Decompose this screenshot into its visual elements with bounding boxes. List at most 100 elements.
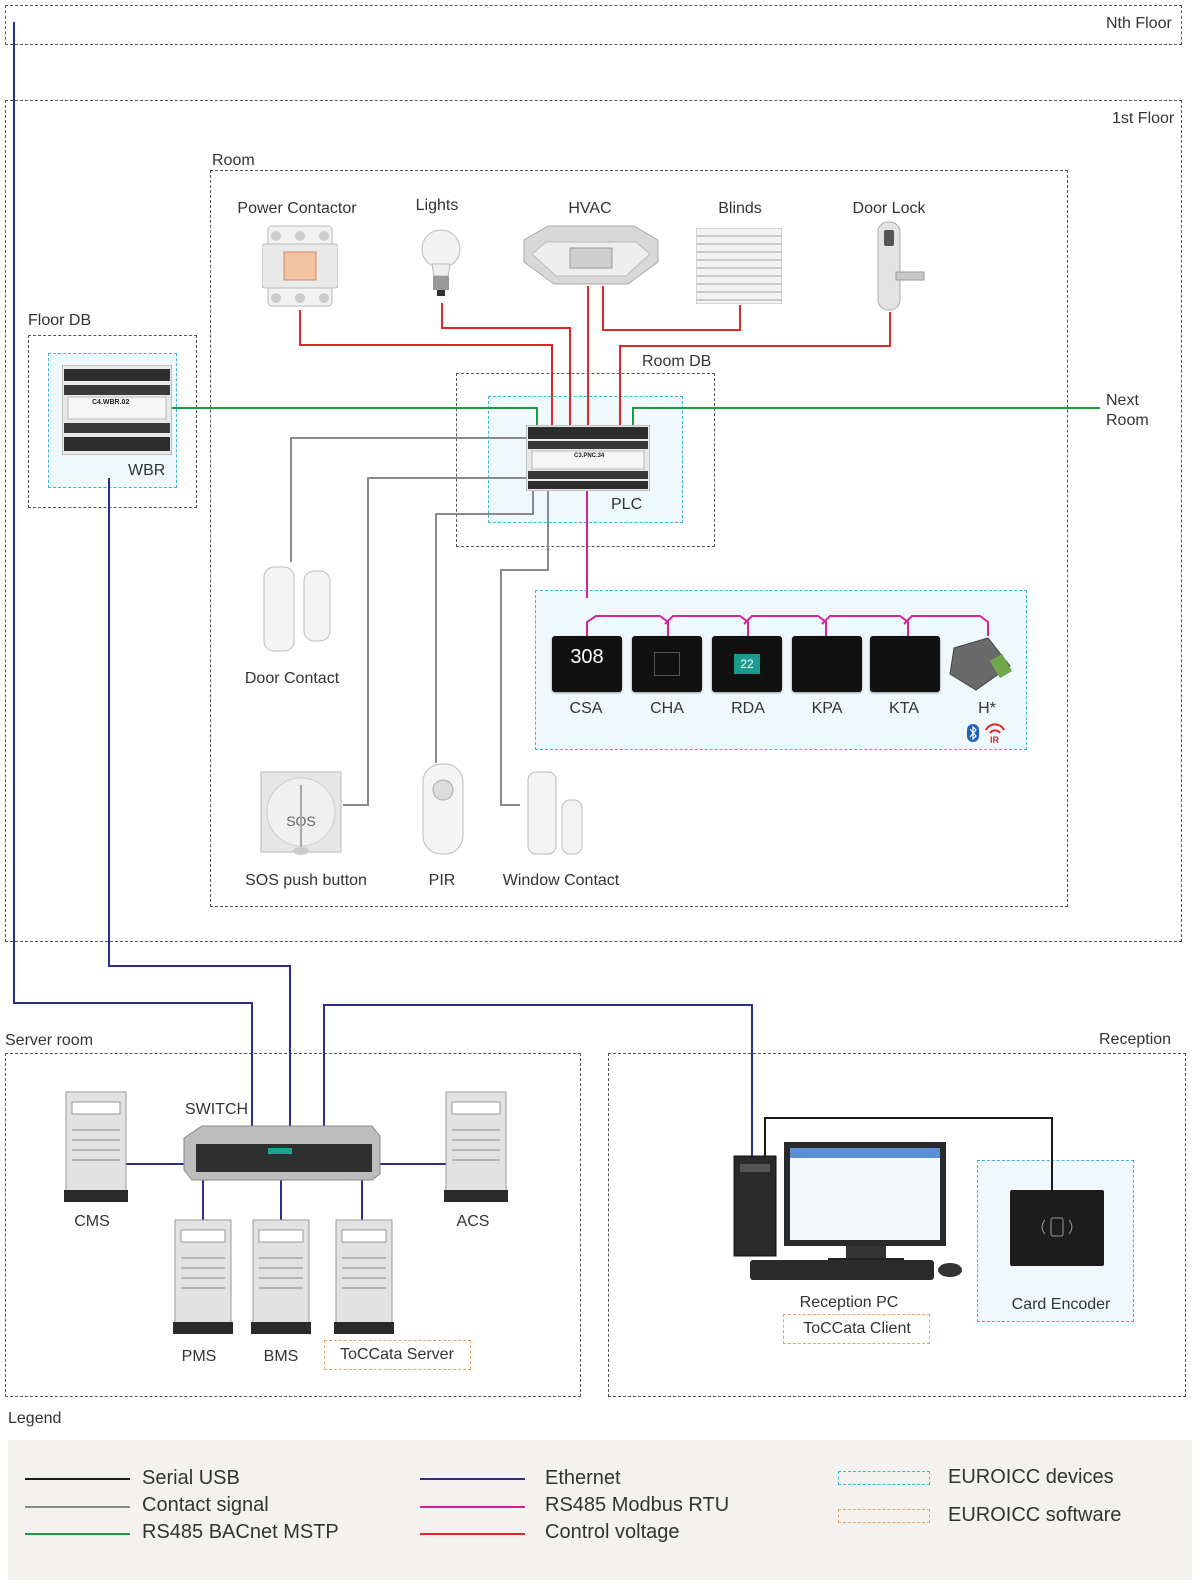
legend-text-serial-usb: Serial USB — [142, 1467, 240, 1489]
toccata-server-box — [324, 1340, 471, 1370]
legend-panel — [8, 1440, 1192, 1580]
legend-text-control-voltage: Control voltage — [545, 1521, 680, 1543]
bacnet-wire — [168, 407, 538, 426]
ir-label: IR — [990, 735, 999, 745]
cms-server-icon — [64, 1091, 128, 1202]
blinds-icon — [696, 228, 782, 304]
toccata-server-icon — [334, 1219, 394, 1334]
bacnet-wire — [632, 407, 1100, 426]
acs-label: ACS — [456, 1213, 490, 1230]
serial-usb-wire — [764, 1117, 1053, 1190]
cha-panel — [632, 636, 702, 692]
bms-server-icon — [251, 1219, 311, 1334]
bluetooth-icon — [967, 724, 979, 742]
legend-line-bacnet — [25, 1533, 130, 1535]
legend-text-modbus: RS485 Modbus RTU — [545, 1494, 730, 1516]
legend-box-euroicc-devices — [838, 1471, 930, 1485]
hvac-label: HVAC — [568, 200, 612, 217]
door-lock-icon — [877, 221, 925, 311]
csa-display: 308 — [570, 646, 604, 668]
toccata-client-label: ToCCata Client — [803, 1320, 911, 1337]
lights-label: Lights — [415, 197, 459, 214]
pms-label: PMS — [181, 1348, 217, 1365]
door-contact-label: Door Contact — [244, 670, 340, 687]
modbus-wire — [821, 615, 909, 636]
floor-db-label: Floor DB — [28, 312, 92, 329]
blinds-label: Blinds — [718, 200, 762, 217]
wbr-router-icon — [62, 365, 172, 455]
cms-label: CMS — [74, 1213, 110, 1230]
ir-wireless-icon — [985, 723, 1005, 734]
control-voltage-wire — [602, 286, 741, 331]
card-encoder-label: Card Encoder — [1011, 1296, 1111, 1313]
first-floor-label: 1st Floor — [1112, 110, 1175, 127]
network-switch-icon — [183, 1125, 381, 1181]
kta-label: KTA — [889, 700, 919, 717]
floor-db-zone — [28, 335, 197, 508]
light-bulb-icon — [421, 229, 461, 296]
legend-text-euroicc-devices: EUROICC devices — [948, 1466, 1114, 1488]
ethernet-wire — [323, 1004, 753, 1160]
reception-pc-label: Reception PC — [799, 1294, 899, 1311]
sos-label: SOS push button — [245, 872, 367, 889]
h-label: H* — [978, 700, 996, 717]
door-lock-label: Door Lock — [852, 200, 926, 217]
room-label: Room — [212, 152, 255, 169]
modbus-wire — [903, 615, 989, 636]
power-contactor-label: Power Contactor — [237, 200, 357, 217]
modbus-wire — [586, 615, 669, 636]
legend-text-euroicc-software: EUROICC software — [948, 1504, 1122, 1526]
legend-line-modbus — [420, 1506, 525, 1508]
reception-zone — [608, 1053, 1186, 1397]
hvac-cassette-icon — [523, 225, 659, 285]
h-module-icon — [949, 637, 1013, 691]
nth-floor-label: Nth Floor — [1106, 15, 1172, 32]
legend-text-ethernet: Ethernet — [545, 1467, 621, 1489]
window-contact-icon — [527, 771, 583, 855]
legend-line-control-voltage — [420, 1533, 525, 1535]
pir-label: PIR — [428, 872, 456, 889]
control-voltage-wire — [441, 303, 571, 425]
legend-line-serial-usb — [25, 1478, 130, 1480]
card-slot-icon — [654, 652, 680, 676]
next-room-label: Next Room — [1106, 392, 1149, 429]
contact-signal-wire — [343, 477, 527, 806]
switch-label: SWITCH — [185, 1101, 249, 1118]
modbus-wire — [664, 615, 749, 636]
kpa-panel — [792, 636, 862, 692]
ethernet-wire — [13, 22, 253, 1140]
reception-label: Reception — [1099, 1031, 1172, 1048]
pms-server-icon — [173, 1219, 233, 1334]
card-encoder-icon — [1010, 1190, 1104, 1266]
server-room-zone — [5, 1053, 581, 1397]
door-contact-icon — [263, 566, 331, 652]
plc-label: PLC — [611, 496, 643, 513]
legend-line-ethernet — [420, 1478, 525, 1480]
contact-signal-wire — [500, 490, 549, 806]
reception-pc-icon — [733, 1142, 962, 1280]
contact-signal-wire — [435, 490, 534, 763]
pir-sensor-icon — [422, 763, 464, 855]
plc-model-label: C3.PNC.34 — [574, 453, 605, 459]
csa-label: CSA — [569, 700, 603, 717]
window-contact-label: Window Contact — [502, 872, 620, 889]
legend-text-contact-signal: Contact signal — [142, 1494, 269, 1516]
room-db-zone — [456, 373, 715, 547]
toccata-server-label: ToCCata Server — [340, 1346, 454, 1363]
rda-panel: 22 — [712, 636, 782, 692]
legend-text-bacnet: RS485 BACnet MSTP — [142, 1521, 339, 1543]
control-voltage-wire — [619, 312, 891, 425]
room-zone — [210, 170, 1068, 907]
server-room-label: Server room — [5, 1032, 94, 1049]
room-db-label: Room DB — [642, 353, 712, 370]
acs-server-icon — [444, 1091, 508, 1202]
contact-signal-wire — [290, 437, 527, 562]
wbr-model-label: C4.WBR.02 — [92, 399, 130, 406]
bms-label: BMS — [263, 1348, 299, 1365]
legend-title: Legend — [8, 1410, 62, 1427]
first-floor-zone — [5, 100, 1182, 942]
wbr-label: WBR — [128, 462, 166, 479]
nth-floor-zone — [5, 5, 1182, 45]
ethernet-wire — [108, 478, 291, 1140]
